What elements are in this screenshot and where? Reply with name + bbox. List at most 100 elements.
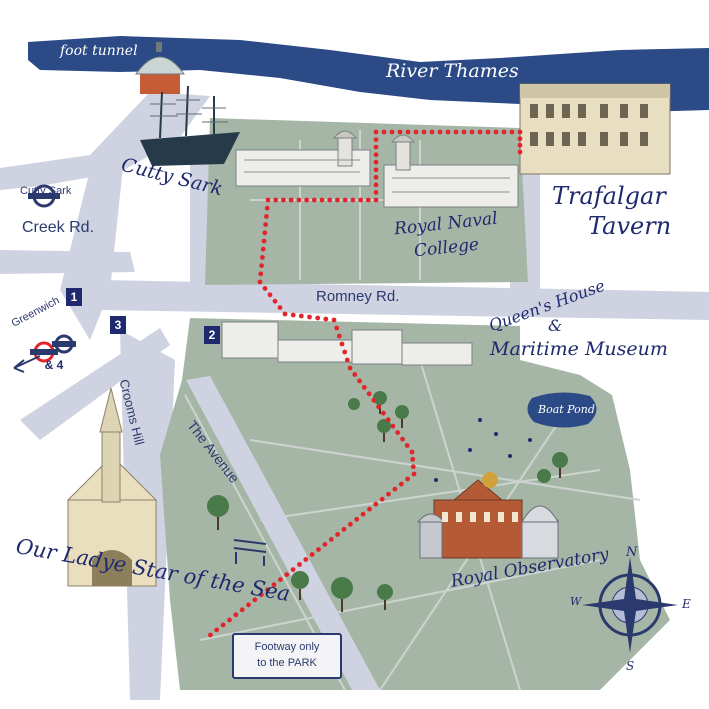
- route-dot: [296, 197, 302, 203]
- route-dot: [501, 129, 507, 135]
- route-dot: [265, 587, 270, 593]
- route-dot: [485, 129, 491, 135]
- route-dot: [267, 292, 273, 298]
- route-dot: [373, 152, 379, 158]
- route-dot: [298, 313, 304, 319]
- route-dot: [265, 197, 271, 203]
- route-dot: [331, 317, 337, 323]
- route-dot: [517, 129, 523, 135]
- route-dot: [297, 562, 302, 567]
- route-dot: [410, 456, 416, 462]
- cutty-sark-ship: [140, 85, 240, 166]
- trafalgar-tavern-line1: Trafalgar: [552, 182, 666, 210]
- route-dot: [220, 622, 226, 628]
- our-ladye-star-of-the-sea-church: [66, 387, 158, 587]
- route-dot: [360, 511, 366, 517]
- boat-pond: [527, 392, 597, 428]
- route-dot: [352, 372, 358, 377]
- route-dot: [381, 129, 387, 135]
- route-dot: [398, 481, 404, 487]
- route-dot: [367, 506, 372, 512]
- route-dot: [282, 311, 288, 317]
- route-dot: [263, 222, 268, 228]
- route-dot: [271, 582, 277, 588]
- route-dot: [344, 357, 350, 363]
- route-dot: [517, 149, 523, 155]
- walking-route: [208, 129, 523, 638]
- route-dot: [373, 159, 379, 165]
- boat-pond-label: Boat Pond: [538, 403, 595, 416]
- route-dot: [400, 436, 405, 442]
- route-dot: [334, 325, 340, 331]
- route-dot: [260, 255, 265, 260]
- route-dot: [366, 391, 372, 397]
- river-thames-label: River Thames: [386, 60, 519, 82]
- route-dot: [227, 617, 232, 623]
- route-dot: [262, 286, 268, 291]
- route-dot: [288, 197, 294, 203]
- route-dot: [493, 129, 499, 135]
- compass-s: S: [626, 659, 635, 673]
- route-dot: [260, 246, 266, 252]
- royal-naval-college-buildings: [235, 130, 519, 208]
- route-dot: [233, 612, 239, 618]
- route-dot: [517, 142, 523, 148]
- route-dot: [379, 496, 385, 502]
- route-dot: [392, 486, 398, 492]
- royal-observatory-building: [416, 472, 559, 559]
- route-dot: [258, 271, 264, 277]
- route-dot: [373, 501, 379, 507]
- route-dot: [252, 597, 258, 603]
- route-dot: [239, 607, 245, 613]
- route-dot: [373, 197, 379, 203]
- route-dot: [350, 197, 356, 203]
- route-dot: [376, 404, 381, 410]
- route-dot: [469, 129, 475, 135]
- footway-sign-line1: Footway only: [254, 641, 320, 653]
- route-dot: [264, 214, 269, 219]
- trees: [207, 391, 568, 612]
- badge-3: 3: [110, 316, 126, 334]
- underground-roundel-icon: [28, 184, 60, 208]
- romney-rd-label: Romney Rd.: [316, 288, 400, 305]
- route-dot: [262, 230, 268, 236]
- route-dot: [357, 378, 362, 384]
- route-dot: [453, 129, 459, 135]
- route-dot: [272, 298, 278, 304]
- foot-tunnel-dome: [135, 42, 185, 94]
- route-dot: [278, 577, 283, 582]
- route-dot: [373, 182, 379, 188]
- route-dot: [509, 129, 515, 135]
- route-dot: [342, 349, 348, 355]
- trafalgar-tavern-building: [519, 83, 671, 175]
- route-dot: [371, 397, 377, 403]
- route-dot: [303, 557, 309, 562]
- arrow-left-icon: [13, 355, 41, 373]
- route-dot: [385, 417, 391, 423]
- route-dot: [277, 305, 283, 310]
- route-dot: [341, 526, 347, 532]
- route-dot: [517, 136, 523, 142]
- route-dot: [429, 129, 435, 135]
- route-dot: [347, 365, 353, 371]
- the-avenue-road: [186, 376, 380, 690]
- route-dot: [290, 567, 296, 572]
- route-dot: [261, 238, 267, 244]
- route-dot: [264, 205, 270, 211]
- queens-house-buildings: [221, 321, 473, 366]
- route-dot: [316, 547, 321, 552]
- route-dot: [405, 476, 410, 482]
- route-dot: [323, 316, 329, 322]
- route-dot: [373, 174, 379, 180]
- route-dot: [348, 521, 353, 527]
- route-dot: [328, 537, 334, 542]
- route-dot: [327, 197, 333, 203]
- route-dot: [461, 129, 467, 135]
- route-dot: [259, 263, 264, 268]
- route-dot: [361, 385, 367, 390]
- route-dot: [214, 627, 220, 633]
- compass-n: N: [626, 545, 638, 560]
- compass-w: W: [570, 595, 582, 608]
- route-dot: [311, 197, 317, 203]
